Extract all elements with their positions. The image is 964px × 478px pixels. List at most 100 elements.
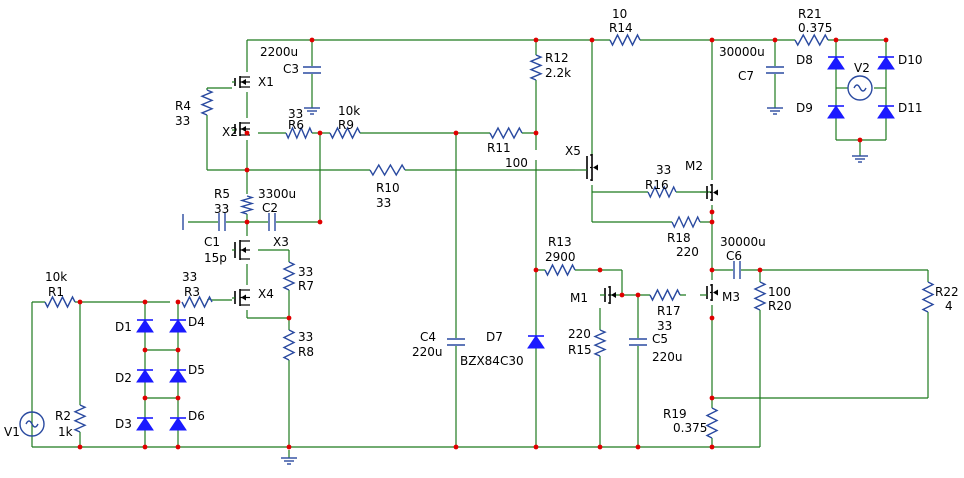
diode-D10 xyxy=(877,56,895,70)
label-c4-1: C4 xyxy=(420,330,436,344)
label-r5-2: 33 xyxy=(214,202,229,216)
diode-D4 xyxy=(169,319,187,333)
label-d6-1: D6 xyxy=(188,409,205,423)
junction-dot-27 xyxy=(453,444,459,450)
diode-D6 xyxy=(169,417,187,431)
label-c3-1: 2200u xyxy=(260,45,298,59)
resistor-R19 xyxy=(705,407,719,439)
label-c6-1: 30000u xyxy=(720,235,766,249)
label-c6-2: C6 xyxy=(726,249,742,263)
diode-D9 xyxy=(827,105,845,119)
label-r16-2: R16 xyxy=(645,178,669,192)
transistor-X5 xyxy=(575,154,598,181)
diode-D2 xyxy=(136,369,154,383)
junction-dot-32 xyxy=(533,267,539,273)
wires xyxy=(31,39,929,448)
diode-D3 xyxy=(136,417,154,431)
capacitor-C5 xyxy=(628,338,648,346)
label-d5-1: D5 xyxy=(188,363,205,377)
junction-dot-8 xyxy=(244,130,250,136)
label-r17-1: R17 xyxy=(657,304,681,318)
resistor-R14 xyxy=(609,33,641,47)
label-d11-1: D11 xyxy=(898,101,923,115)
junction-dot-21 xyxy=(175,395,181,401)
label-c2-1: 3300u xyxy=(258,187,296,201)
diode-D8 xyxy=(827,56,845,70)
label-r17-2: 33 xyxy=(657,319,672,333)
label-r22-1: R22 xyxy=(935,285,959,299)
transistor-X4 xyxy=(232,289,250,306)
junction-dot-36 xyxy=(709,209,715,215)
junction-dot-33 xyxy=(597,267,603,273)
label-r7-2: R7 xyxy=(298,279,314,293)
label-r22-2: 4 xyxy=(945,299,953,313)
labels: X1X2X3X4X5M1M2M310kR1R21k33R3R433R53333R… xyxy=(4,7,959,439)
label-r11-1: R11 xyxy=(487,141,511,155)
label-r6-2: R6 xyxy=(288,118,304,132)
label-c7-1: 30000u xyxy=(719,45,765,59)
transistor-M2 xyxy=(700,184,718,201)
resistor-R10 xyxy=(369,163,406,177)
label-r9-2: R9 xyxy=(338,118,354,132)
label-r15-1: 220 xyxy=(568,327,591,341)
junction-dot-1 xyxy=(309,37,315,43)
label-r20-2: R20 xyxy=(768,299,792,313)
label-c1-1: C1 xyxy=(204,235,220,249)
label-m3-1: M3 xyxy=(722,290,740,304)
diode-D11 xyxy=(877,105,895,119)
label-c2-2: C2 xyxy=(262,201,278,215)
label-r12-1: R12 xyxy=(545,51,569,65)
label-c4-2: 220u xyxy=(412,345,443,359)
label-c3-2: C3 xyxy=(283,62,299,76)
resistor-R15 xyxy=(593,329,607,357)
resistor-R16 xyxy=(647,185,677,199)
label-r20-1: 100 xyxy=(768,285,791,299)
junction-dot-17 xyxy=(175,299,181,305)
capacitor-C1 xyxy=(218,212,226,232)
junction-dot-40 xyxy=(709,315,715,321)
resistor-R3 xyxy=(181,295,213,309)
label-m2-1: M2 xyxy=(685,159,703,173)
junction-dot-31 xyxy=(709,444,715,450)
junctions xyxy=(77,37,889,450)
junction-dot-22 xyxy=(286,315,292,321)
label-r12-2: 2.2k xyxy=(545,66,571,80)
resistor-R1 xyxy=(44,295,76,309)
junction-dot-5 xyxy=(772,37,778,43)
label-d4-1: D4 xyxy=(188,315,205,329)
junction-dot-38 xyxy=(709,267,715,273)
diode-D7 xyxy=(527,335,545,349)
label-x5-1: X5 xyxy=(565,144,581,158)
transistor-X2 xyxy=(232,122,250,136)
label-r10-2: 33 xyxy=(376,196,391,210)
junction-dot-12 xyxy=(244,167,250,173)
label-c1-2: 15p xyxy=(204,251,227,265)
label-r11-2: 100 xyxy=(505,156,528,170)
transistor-X3 xyxy=(232,240,250,260)
resistor-R22 xyxy=(921,281,935,313)
label-r21-1: R21 xyxy=(798,7,822,21)
resistor-R7 xyxy=(282,261,296,291)
label-v1-1: V1 xyxy=(4,425,20,439)
junction-dot-4 xyxy=(709,37,715,43)
resistor-R8 xyxy=(282,329,296,361)
label-d7-1: D7 xyxy=(486,330,503,344)
junction-dot-37 xyxy=(709,219,715,225)
label-d2-1: D2 xyxy=(115,371,132,385)
label-r16-1: 33 xyxy=(656,163,671,177)
diode-D5 xyxy=(169,369,187,383)
label-r1-2: R1 xyxy=(48,285,64,299)
label-d10-1: D10 xyxy=(898,53,923,67)
label-r4-2: 33 xyxy=(175,114,190,128)
label-r19-1: R19 xyxy=(663,407,687,421)
label-c5-1: C5 xyxy=(652,332,668,346)
junction-dot-15 xyxy=(77,299,83,305)
junction-dot-39 xyxy=(757,267,763,273)
source-V1 xyxy=(19,411,45,437)
label-r3-1: 33 xyxy=(182,270,197,284)
label-r8-2: R8 xyxy=(298,345,314,359)
label-c5-2: 220u xyxy=(652,350,683,364)
label-r14-1: 10 xyxy=(612,7,627,21)
ground-symbol xyxy=(281,450,297,465)
